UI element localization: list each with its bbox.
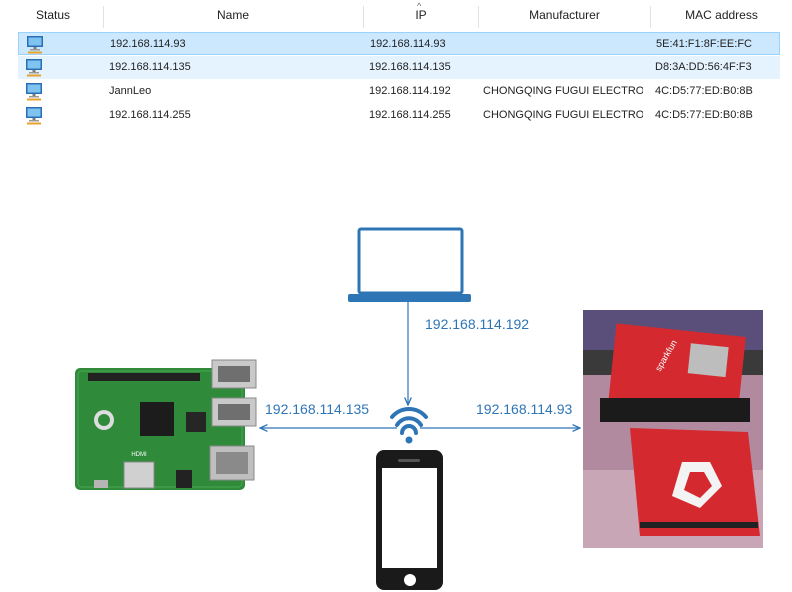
wifi-icon [390,406,428,444]
computer-icon [27,36,43,54]
sort-up-icon: ^ [417,1,422,11]
laptop-ip-label: 192.168.114.192 [425,316,530,332]
table-row[interactable]: 192.168.114.255 192.168.114.255 CHONGQIN… [18,104,780,127]
row-ip: 192.168.114.135 [369,61,451,73]
row-name: 192.168.114.255 [109,109,191,121]
row-mac: 4C:D5:77:ED:B0:8B [655,109,753,121]
row-name: 192.168.114.93 [110,38,186,50]
board-ip-label: 192.168.114.93 [476,401,573,417]
column-divider[interactable] [363,6,364,28]
row-ip: 192.168.114.192 [369,85,451,97]
device-table: Status Name ^ IP Manufacturer MAC addres… [0,0,792,125]
row-name: 192.168.114.135 [109,61,191,73]
column-mac[interactable]: MAC address [685,8,758,22]
column-divider[interactable] [103,6,104,28]
column-divider[interactable] [650,6,651,28]
computer-icon [26,107,42,125]
column-manufacturer[interactable]: Manufacturer [529,8,600,22]
column-name[interactable]: Name [216,8,249,22]
hdmi-label: HDMI [131,452,147,458]
table-row[interactable]: 192.168.114.135 192.168.114.135 D8:3A:DD… [18,56,780,79]
row-name: JannLeo [109,85,152,97]
laptop-icon [348,227,471,302]
column-ip[interactable]: ^ IP [364,0,478,31]
row-manufacturer: CHONGQING FUGUI ELECTRO... [483,109,643,121]
row-ip: 192.168.114.255 [369,109,451,121]
column-divider[interactable] [478,6,479,28]
table-row[interactable]: JannLeo 192.168.114.192 CHONGQING FUGUI … [18,80,780,103]
row-ip: 192.168.114.93 [370,38,446,50]
row-mac: 4C:D5:77:ED:B0:8B [655,85,753,97]
column-status[interactable]: Status [35,8,71,22]
computer-icon [26,83,42,101]
table-row[interactable]: 192.168.114.93 192.168.114.93 5E:41:F1:8… [18,32,780,55]
row-mac: D8:3A:DD:56:4F:F3 [655,61,752,73]
sparkfun-board-photo: sparkfun [583,310,763,548]
raspberry-pi-board: HDMI [75,359,257,490]
column-ip-label: IP [415,8,427,22]
raspberry-ip-label: 192.168.114.135 [265,401,370,417]
computer-icon [26,59,42,77]
row-manufacturer: CHONGQING FUGUI ELECTRO... [483,85,643,97]
row-mac: 5E:41:F1:8F:EE:FC [656,38,752,50]
phone-icon [376,450,443,590]
table-header: Status Name ^ IP Manufacturer MAC addres… [0,0,792,31]
